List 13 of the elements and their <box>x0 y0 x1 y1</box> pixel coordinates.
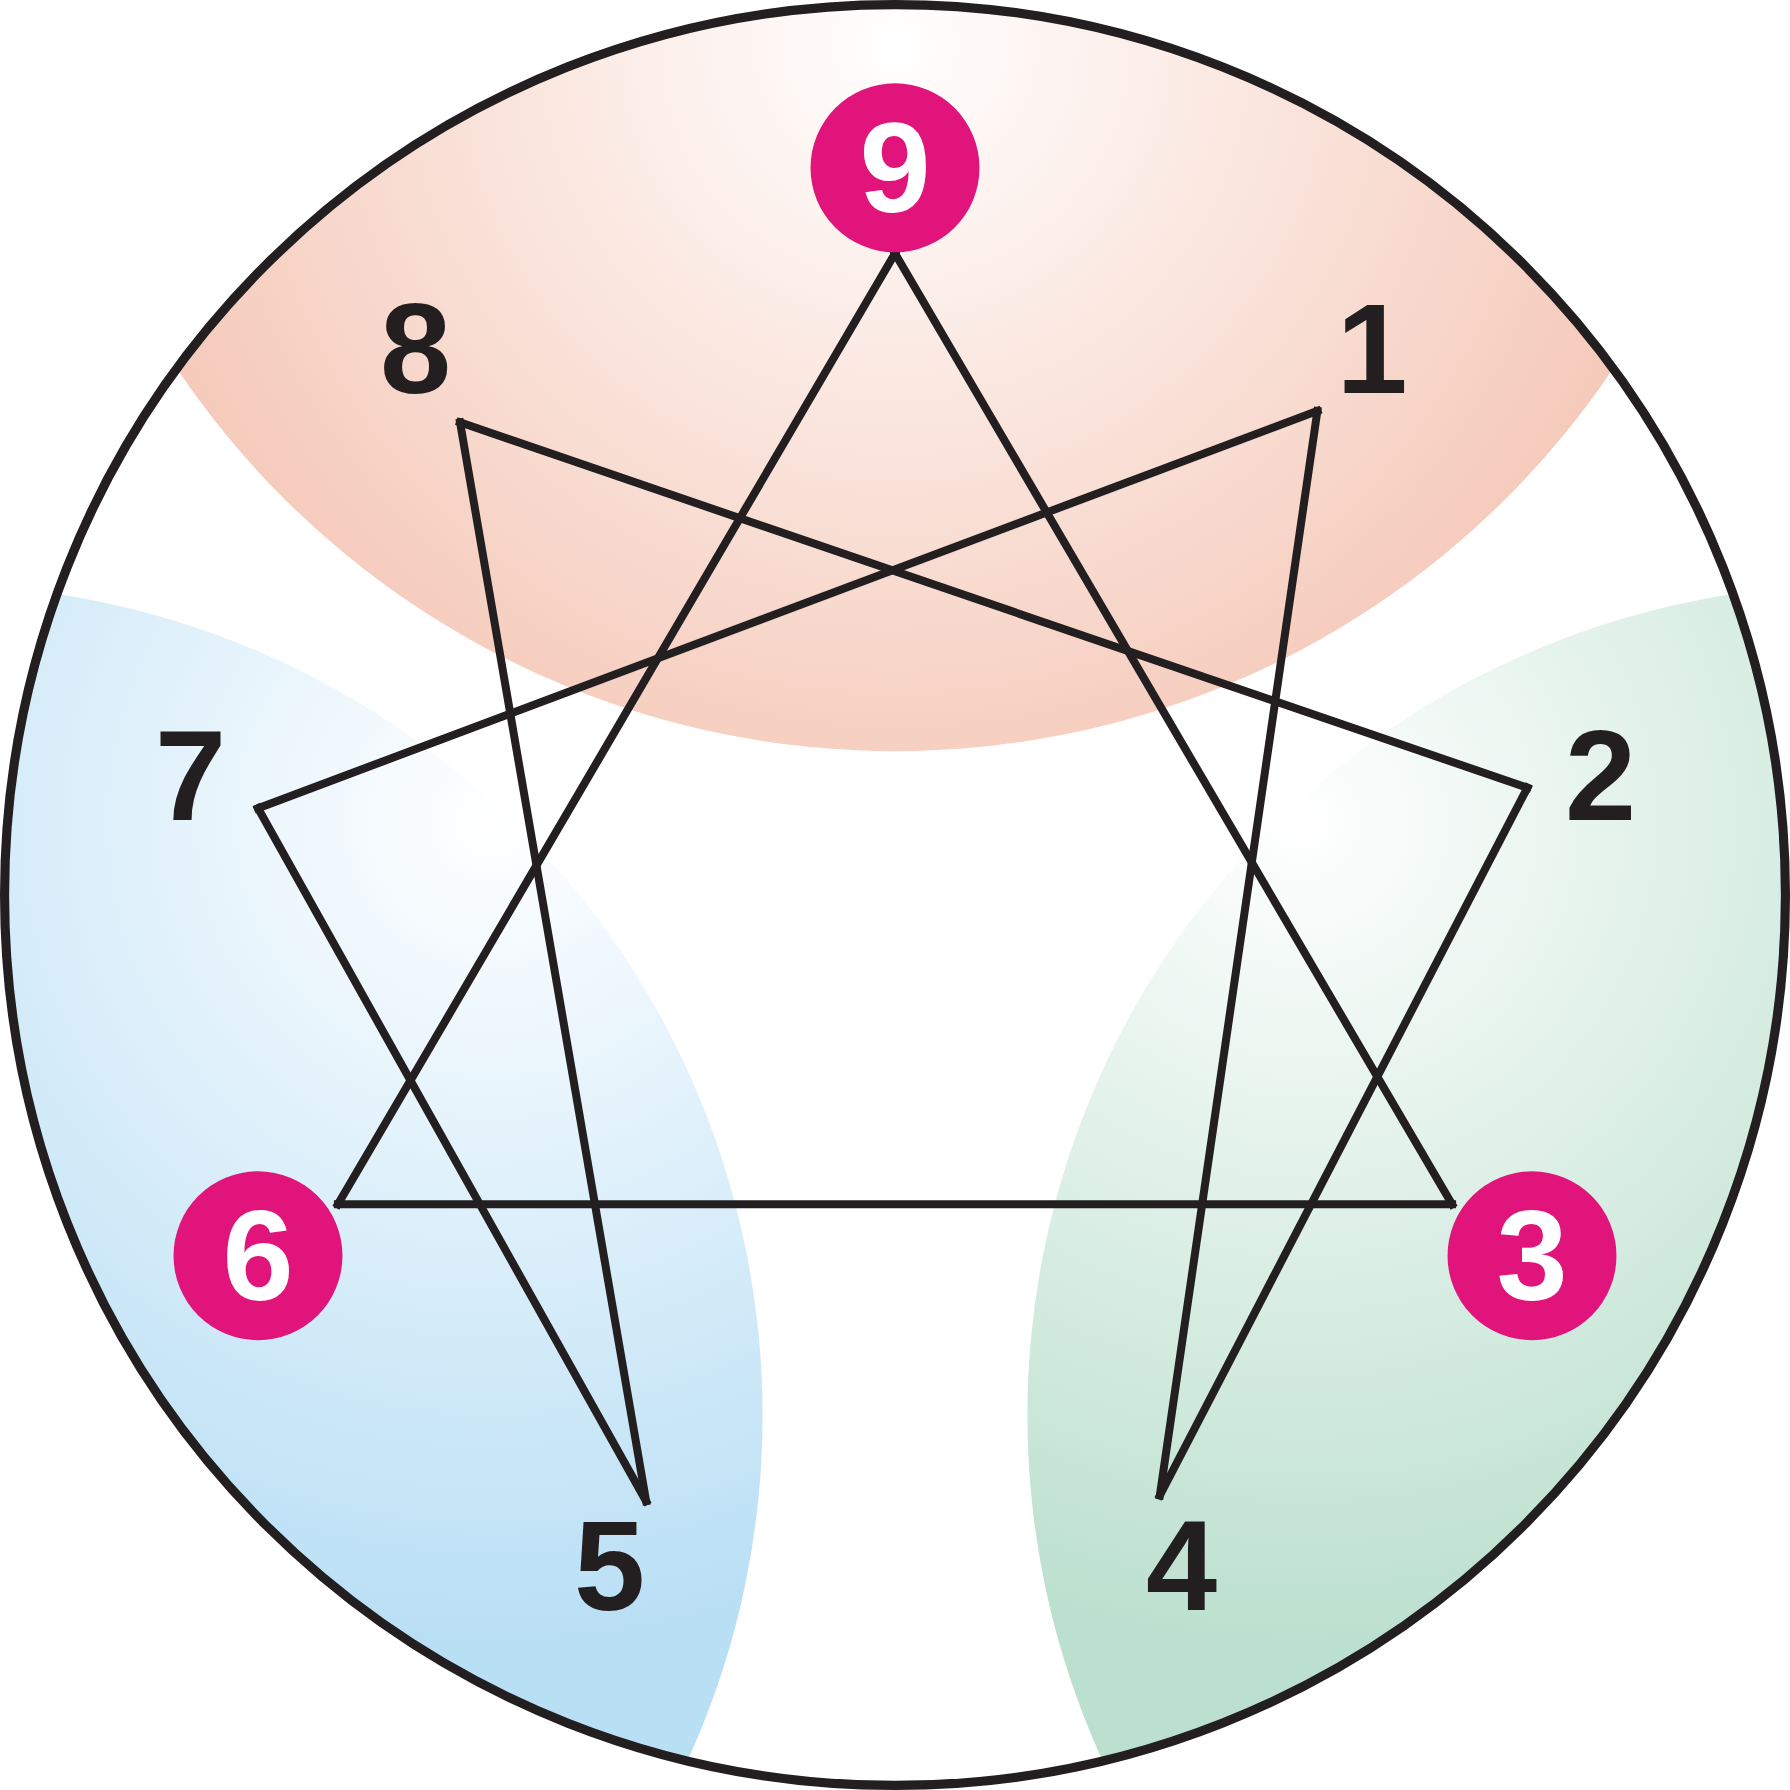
connecting-line <box>254 406 1322 813</box>
point-number: 2 <box>1564 712 1637 841</box>
connecting-line <box>456 418 651 1506</box>
point-number: 5 <box>574 1502 646 1631</box>
connecting-line <box>333 1200 1457 1209</box>
connecting-line <box>254 804 651 1506</box>
point-number: 4 <box>1146 1502 1218 1631</box>
point-number: 1 <box>1336 285 1408 414</box>
connecting-line <box>1155 783 1532 1500</box>
point-number: 7 <box>155 712 227 841</box>
point-number: 8 <box>380 285 452 414</box>
connecting-line <box>1155 406 1322 1500</box>
connecting-line <box>456 418 1532 792</box>
